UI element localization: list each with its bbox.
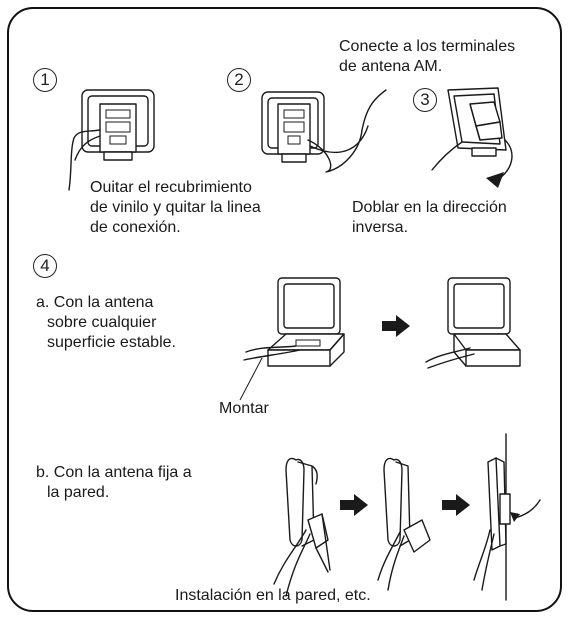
connect-caption-line2: de antena AM. (339, 58, 443, 75)
antenna-step1-illustration (68, 89, 155, 191)
option-a-line3: superficie estable. (47, 334, 176, 351)
option-a-line2: sobre cualquier (47, 314, 157, 331)
antenna-wall-step3-illustration (473, 433, 541, 601)
remove-caption-line1: Ouitar el recubrimiento (90, 179, 252, 196)
step-3-number: 3 (413, 88, 437, 112)
antenna-standing-after-illustration (425, 277, 521, 369)
wall-caption: Instalación en la pared, etc. (175, 587, 371, 604)
antenna-wall-step2-illustration (377, 457, 431, 591)
instruction-frame (7, 7, 562, 612)
step-2-number: 2 (227, 68, 251, 92)
antenna-step2-illustration (261, 89, 387, 173)
antenna-wall-step1-illustration (273, 457, 331, 597)
antenna-step3-illustration (431, 87, 513, 188)
arrow-icon (382, 315, 410, 337)
arrow-icon (340, 494, 368, 516)
arrow-icon (442, 494, 470, 516)
remove-caption-line2: de vinilo y quitar la linea (90, 199, 261, 216)
connect-caption-line1: Conecte a los terminales (339, 38, 516, 55)
fold-caption-line2: inversa. (352, 219, 409, 236)
step-1-number: 1 (33, 68, 57, 92)
option-a-line1: a. Con la antena (36, 294, 154, 311)
remove-caption-line3: de conexión. (90, 219, 181, 236)
step-4-number: 4 (33, 254, 57, 278)
antenna-standing-before-illustration (239, 277, 345, 401)
option-b-line2: la pared. (47, 484, 110, 501)
option-b-line1: b. Con la antena fija a (36, 464, 192, 481)
fold-caption-line1: Doblar en la dirección (352, 199, 507, 216)
mount-label: Montar (219, 400, 269, 417)
